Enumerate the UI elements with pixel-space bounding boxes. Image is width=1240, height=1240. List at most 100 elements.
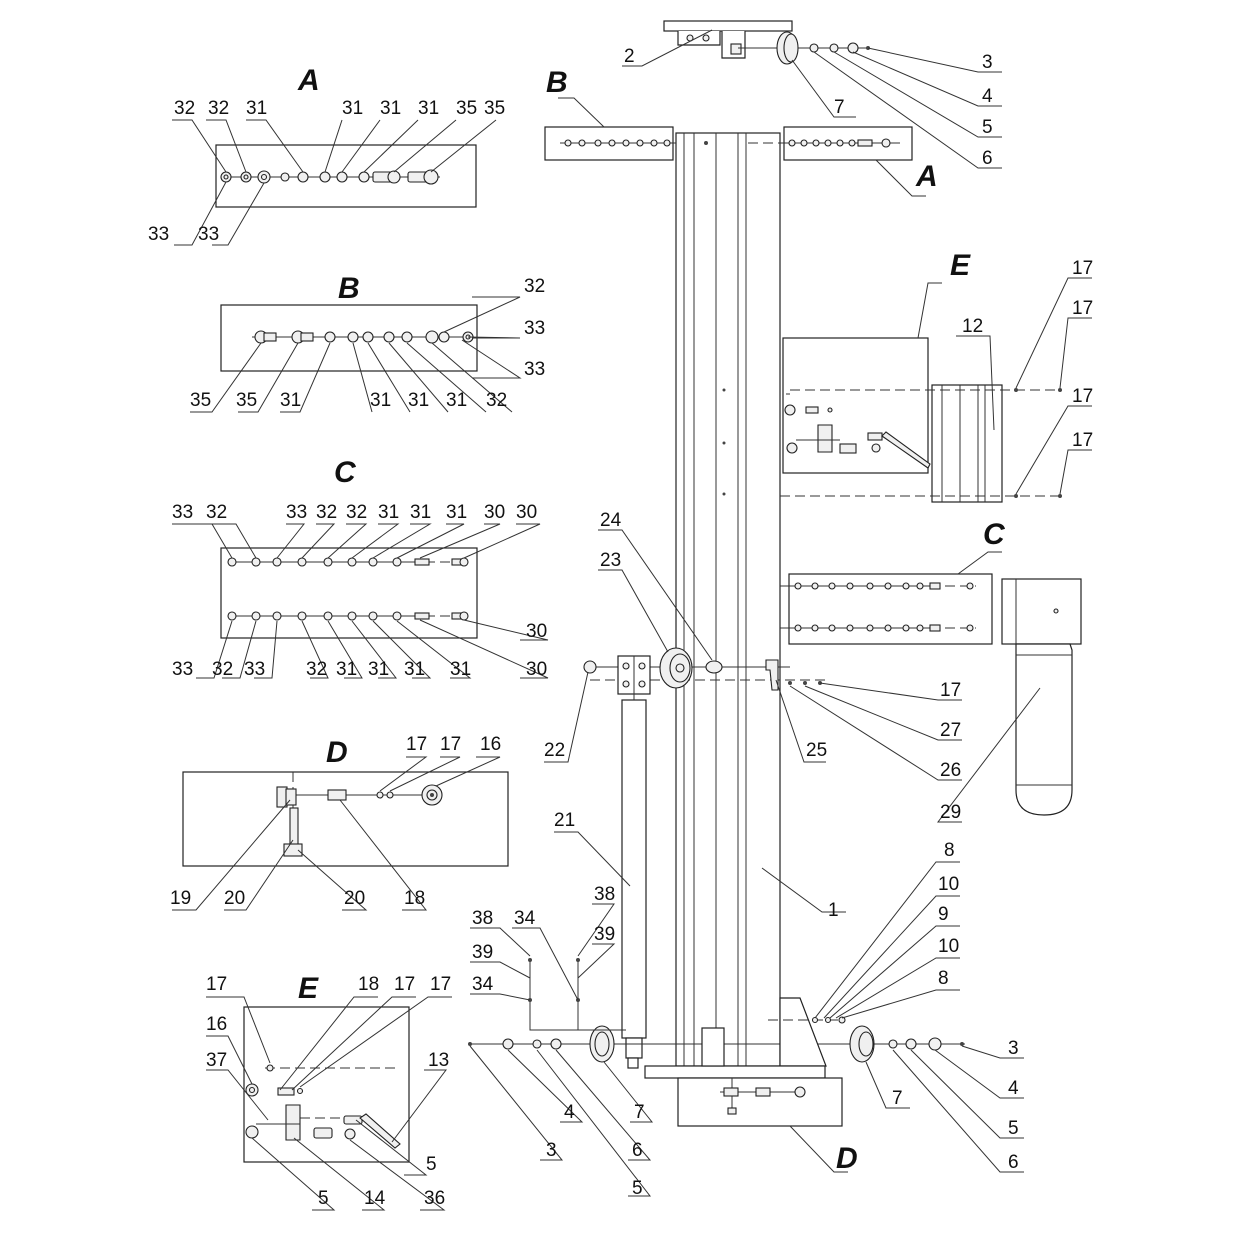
label-bot-l-6: 6 — [632, 1140, 643, 1161]
label-bot-r-5: 5 — [1008, 1118, 1019, 1139]
label-b-32: 32 — [524, 276, 545, 297]
label-bot-r-4: 4 — [1008, 1078, 1019, 1099]
label-d-18: 18 — [404, 888, 425, 909]
label-top-6: 6 — [982, 148, 993, 169]
label-1: 1 — [828, 900, 839, 921]
label-e-5b: 5 — [318, 1188, 329, 1209]
inset-e-title: E — [950, 249, 971, 282]
motor-body — [1015, 643, 1073, 816]
label-8b: 8 — [938, 968, 949, 989]
label-8: 8 — [944, 840, 955, 861]
label-a-31c: 31 — [380, 98, 401, 119]
label-c-33d: 33 — [244, 659, 265, 680]
label-29: 29 — [940, 802, 961, 823]
label-a-32: 32 — [174, 98, 195, 119]
label-e-5: 5 — [426, 1154, 437, 1175]
detail-c-title: C — [334, 456, 357, 489]
label-b-33b: 33 — [524, 359, 545, 380]
label-c-31g: 31 — [450, 659, 471, 680]
label-top-3: 3 — [982, 52, 993, 73]
label-a-33b: 33 — [198, 224, 219, 245]
label-c-32d: 32 — [212, 659, 233, 680]
label-bot-r-6: 6 — [1008, 1152, 1019, 1173]
detail-a: A 32 32 31 31 31 — [148, 64, 505, 246]
label-25: 25 — [806, 740, 827, 761]
label-e-right-17d: 17 — [1072, 430, 1093, 451]
label-top-7: 7 — [834, 97, 845, 118]
main-assembly: B A E — [468, 20, 1082, 1175]
label-c-31: 31 — [378, 502, 399, 523]
label-c-30d: 30 — [526, 659, 547, 680]
main-labels: 2 3 4 5 6 7 17 17 17 17 12 24 23 22 25 1… — [469, 29, 1093, 1199]
label-a-31d: 31 — [418, 98, 439, 119]
label-38: 38 — [472, 908, 493, 929]
label-bot-l-4: 4 — [564, 1102, 575, 1123]
label-d-20: 20 — [224, 888, 245, 909]
inset-d-title: D — [836, 1142, 858, 1175]
label-39: 39 — [472, 942, 493, 963]
label-a-35b: 35 — [484, 98, 505, 119]
detail-c: C — [172, 456, 549, 680]
label-10b: 10 — [938, 936, 959, 957]
main-column — [675, 132, 781, 1067]
detail-d-box — [182, 771, 509, 867]
label-9: 9 — [938, 904, 949, 925]
label-e-18: 18 — [358, 974, 379, 995]
label-e-36: 36 — [424, 1188, 445, 1209]
label-10: 10 — [938, 874, 959, 895]
label-c-31b: 31 — [410, 502, 431, 523]
label-c-32: 32 — [206, 502, 227, 523]
label-a-35: 35 — [456, 98, 477, 119]
label-a-31b: 31 — [342, 98, 363, 119]
label-d-17: 17 — [406, 734, 427, 755]
label-b-31c: 31 — [408, 390, 429, 411]
label-bot-l-5: 5 — [632, 1178, 643, 1199]
inset-a-title: A — [915, 160, 938, 193]
label-38b: 38 — [594, 884, 615, 905]
label-c-33c: 33 — [172, 659, 193, 680]
label-27: 27 — [940, 720, 961, 741]
detail-d-parts — [276, 784, 443, 857]
label-39b: 39 — [594, 924, 615, 945]
label-c-31c: 31 — [446, 502, 467, 523]
label-e-17b: 17 — [394, 974, 415, 995]
part-12-frame — [931, 384, 1003, 503]
label-c-31d: 31 — [336, 659, 357, 680]
detail-a-title: A — [297, 64, 320, 97]
inset-b-title: B — [546, 66, 568, 99]
label-bot-l-3: 3 — [546, 1140, 557, 1161]
label-top-5: 5 — [982, 117, 993, 138]
label-bot-r-7: 7 — [892, 1088, 903, 1109]
label-24: 24 — [600, 510, 622, 531]
label-b-35b: 35 — [236, 390, 257, 411]
label-e-13: 13 — [428, 1050, 449, 1071]
label-c-31f: 31 — [404, 659, 425, 680]
label-a-31: 31 — [246, 98, 267, 119]
label-bot-l-7: 7 — [634, 1102, 645, 1123]
base-plate — [644, 1065, 826, 1079]
label-b-31d: 31 — [446, 390, 467, 411]
label-26: 26 — [940, 760, 961, 781]
label-b-31b: 31 — [370, 390, 391, 411]
label-d-19: 19 — [170, 888, 191, 909]
detail-b-parts — [254, 330, 474, 344]
detail-b-title: B — [338, 272, 360, 305]
label-b-31: 31 — [280, 390, 301, 411]
label-a-33: 33 — [148, 224, 169, 245]
label-c-30: 30 — [484, 502, 505, 523]
label-c-30c: 30 — [526, 621, 547, 642]
label-e-17c: 17 — [430, 974, 451, 995]
label-e-14: 14 — [364, 1188, 386, 1209]
label-d-20b: 20 — [344, 888, 365, 909]
label-e-right-17c: 17 — [1072, 386, 1093, 407]
label-d-17b: 17 — [440, 734, 461, 755]
label-c-32e: 32 — [306, 659, 327, 680]
label-e-16: 16 — [206, 1014, 227, 1035]
label-e-right-17a: 17 — [1072, 258, 1093, 279]
label-17-mid: 17 — [940, 680, 961, 701]
label-b-35: 35 — [190, 390, 211, 411]
detail-e: E 17 16 37 18 17 17 — [206, 972, 452, 1211]
inset-c-title: C — [983, 518, 1006, 551]
label-c-32c: 32 — [346, 502, 367, 523]
label-12: 12 — [962, 316, 983, 337]
